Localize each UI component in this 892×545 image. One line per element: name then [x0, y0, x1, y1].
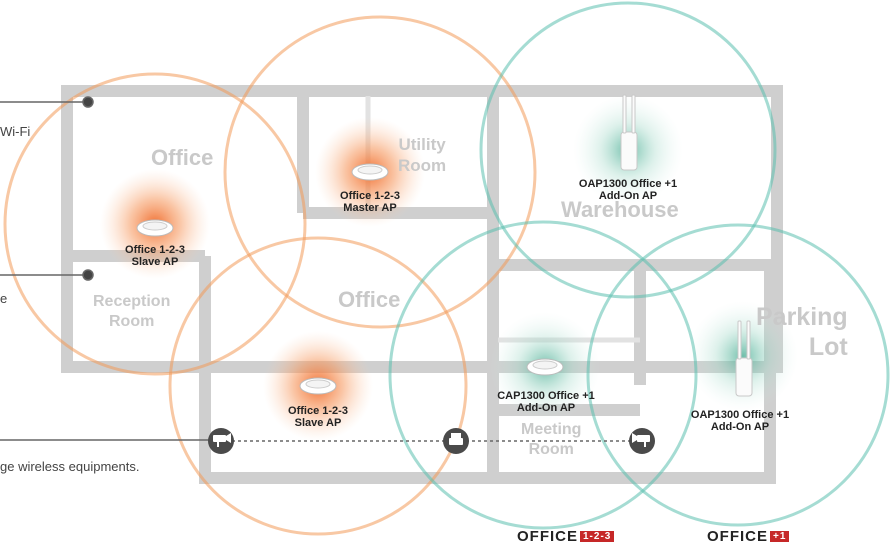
ceiling-ap-icon	[526, 358, 564, 376]
label-slave-left: Office 1-2-3 Slave AP	[125, 244, 185, 268]
ring-cap-meeting	[388, 220, 698, 530]
logo-badge: 1-2-3	[580, 531, 615, 542]
ceiling-ap-icon	[299, 377, 337, 395]
side-text-middle: e	[0, 291, 8, 306]
logo-word: OFFICE	[517, 528, 578, 545]
ring-oap-right	[586, 223, 890, 527]
room-office-top: Office	[151, 145, 214, 170]
outdoor-ap-icon	[735, 320, 753, 397]
room-meeting: Meeting Room	[521, 421, 582, 458]
logo-office-plus1: OFFICE+1	[707, 528, 790, 545]
room-warehouse: Warehouse	[561, 197, 679, 222]
label-cap-meeting: CAP1300 Office +1 Add-On AP	[497, 390, 595, 414]
room-utility: Utility Room	[398, 135, 447, 175]
ring-slave-left	[3, 72, 307, 376]
ring-oap-top	[479, 1, 777, 299]
camera-icon	[208, 428, 234, 454]
label-oap-top: OAP1300 Office +1 Add-On AP	[578, 178, 678, 202]
ceiling-ap-icon	[351, 163, 389, 181]
room-reception: Reception Room	[93, 293, 171, 330]
ceiling-ap-icon	[136, 219, 174, 237]
room-office-mid: Office	[338, 287, 401, 312]
printer-icon	[443, 428, 469, 454]
ring-master	[223, 15, 537, 329]
glow-oap-right	[688, 301, 798, 411]
camera-icon	[629, 428, 655, 454]
outdoor-ap-icon	[620, 94, 638, 171]
label-master: Office 1-2-3 Master AP	[340, 190, 400, 214]
label-slave-mid: Office 1-2-3 Slave AP	[288, 405, 348, 429]
ring-slave-mid	[168, 236, 468, 536]
label-oap-right: OAP1300 Office +1 Add-On AP	[690, 409, 790, 433]
logo-badge: +1	[770, 531, 790, 542]
callout-lines	[0, 96, 215, 441]
logo-word: OFFICE	[707, 528, 768, 545]
room-parking: Parking Lot	[756, 303, 848, 361]
side-text-bottom: ge wireless equipments.	[0, 459, 140, 474]
side-text-wifi: Wi-Fi	[0, 124, 31, 139]
